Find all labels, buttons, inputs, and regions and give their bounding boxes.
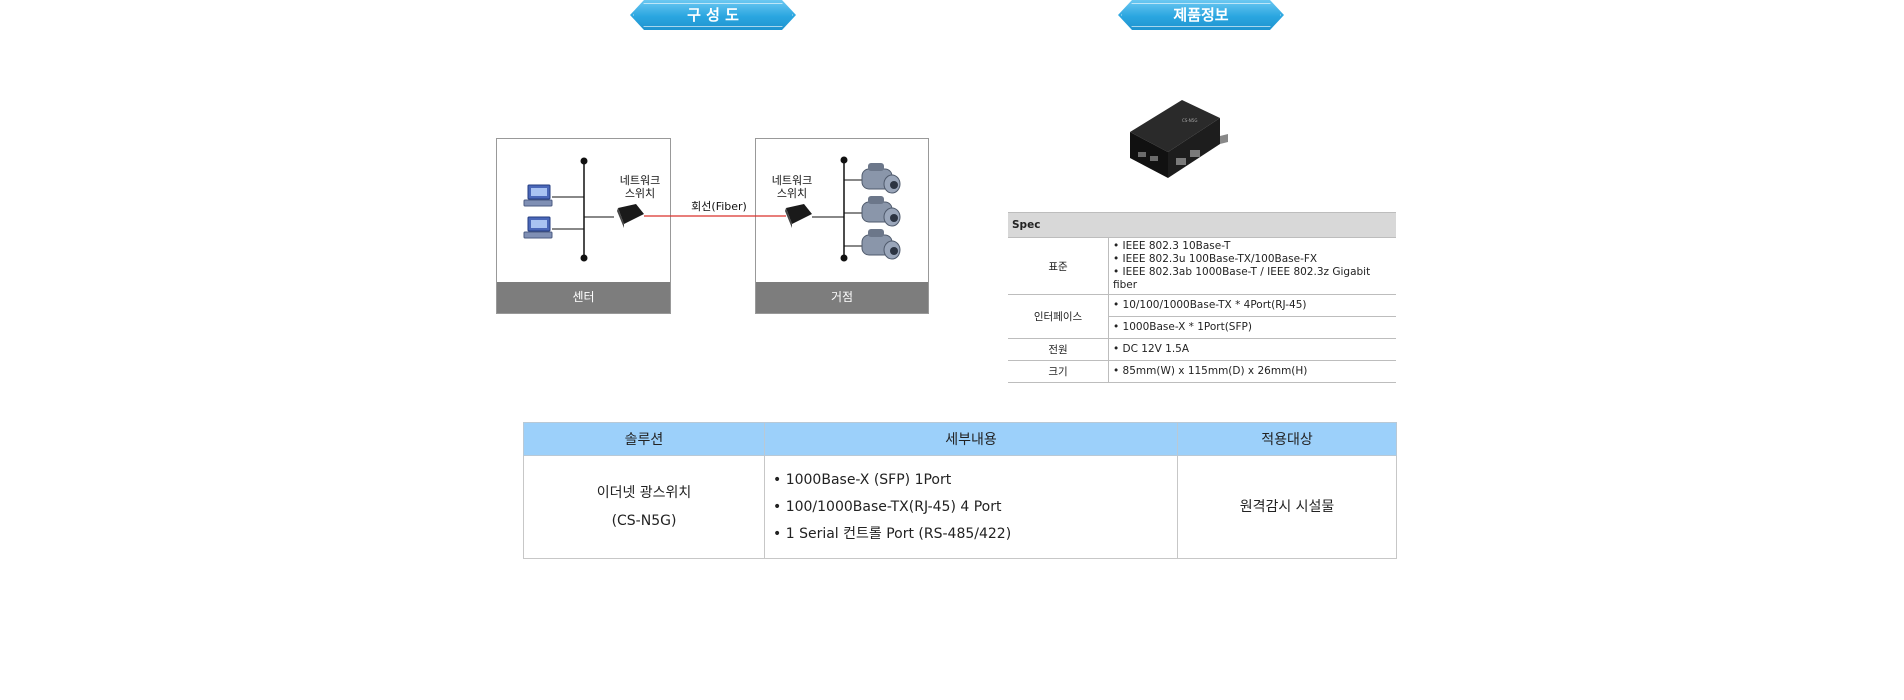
switch-icon — [785, 204, 812, 228]
solution-details: • 1000Base-X (SFP) 1Port • 100/1000Base-… — [764, 455, 1178, 559]
fiber-link-label: 회선(Fiber) — [691, 200, 747, 213]
detail-item: • 1000Base-X (SFP) 1Port — [773, 471, 952, 488]
center-site-label: 센터 — [497, 282, 670, 313]
target-header: 적용대상 — [1177, 422, 1397, 456]
spec-title: Spec — [1008, 212, 1396, 238]
detail-item: • 1 Serial 컨트롤 Port (RS-485/422) — [773, 525, 1012, 542]
svg-text:CS-N5G: CS-N5G — [1182, 118, 1197, 123]
solution-target: 원격감시 시설물 — [1177, 455, 1397, 559]
spec-bullet: • IEEE 802.3ab 1000Base-T / IEEE 802.3z … — [1113, 266, 1371, 291]
camera-icon — [861, 229, 901, 260]
camera-icon — [861, 196, 901, 227]
spec-key-standard: 표준 — [1008, 237, 1109, 295]
spec-bullet: • IEEE 802.3 10Base-T — [1113, 240, 1231, 252]
spec-bullet: • IEEE 802.3u 100Base-TX/100Base-FX — [1113, 253, 1318, 265]
product-header-label: 제품정보 — [1173, 6, 1229, 24]
pc-icon — [523, 184, 553, 207]
product-header: 제품정보 — [1118, 0, 1284, 30]
spec-table: Spec 표준 • IEEE 802.3 10Base-T • IEEE 802… — [1008, 212, 1396, 383]
spec-value-size: • 85mm(W) x 115mm(D) x 26mm(H) — [1108, 360, 1396, 383]
network-diagram — [523, 156, 901, 262]
center-bus — [552, 157, 614, 262]
switch-icon — [617, 204, 644, 228]
spec-key-size: 크기 — [1008, 360, 1109, 383]
spec-value-standard: • IEEE 802.3 10Base-T • IEEE 802.3u 100B… — [1108, 237, 1396, 295]
remote-site-label: 거점 — [756, 282, 928, 313]
spec-value-interface-1: • 10/100/1000Base-TX * 4Port(RJ-45) — [1108, 294, 1396, 317]
spec-value-power: • DC 12V 1.5A — [1108, 338, 1396, 361]
spec-key-power: 전원 — [1008, 338, 1109, 361]
switch-label-center: 네트워크 스위치 — [619, 174, 661, 200]
spec-key-interface: 인터페이스 — [1008, 294, 1109, 339]
solution-table: 솔루션 세부내용 적용대상 이더넷 광스위치 (CS-N5G) • 1000Ba… — [523, 422, 1397, 559]
pc-icon — [523, 216, 553, 239]
switch-label-remote: 네트워크 스위치 — [771, 174, 813, 200]
config-header: 구 성 도 — [630, 0, 796, 30]
product-image: CS-N5G — [1130, 100, 1228, 178]
spec-value-interface-2: • 1000Base-X * 1Port(SFP) — [1108, 316, 1396, 339]
config-header-label: 구 성 도 — [687, 6, 739, 24]
detail-item: • 100/1000Base-TX(RJ-45) 4 Port — [773, 498, 1002, 515]
remote-site-box: 거점 — [755, 138, 929, 314]
camera-icon — [861, 163, 901, 194]
remote-bus — [812, 156, 862, 262]
solution-header: 솔루션 — [523, 422, 765, 456]
solution-name: 이더넷 광스위치 (CS-N5G) — [523, 455, 765, 559]
details-header: 세부내용 — [764, 422, 1178, 456]
